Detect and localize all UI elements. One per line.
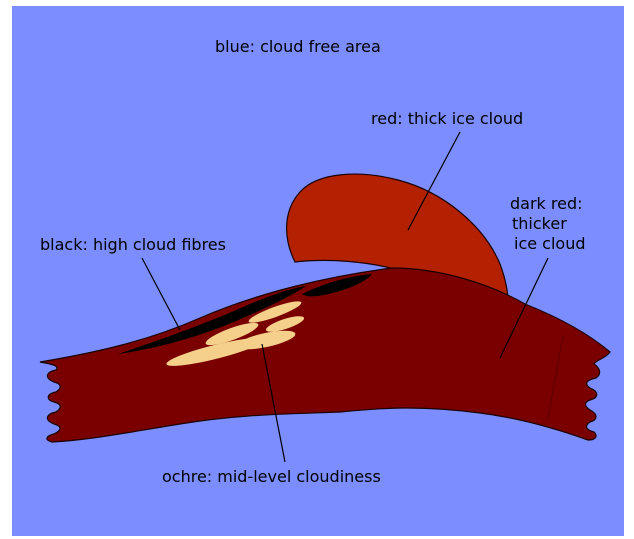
label-thicker-ice-cloud-line1: dark red: [510, 194, 583, 213]
label-thick-ice-cloud: red: thick ice cloud [371, 109, 523, 128]
label-thicker-ice-cloud-line2: thicker [512, 214, 567, 233]
label-cloud-free-area: blue: cloud free area [215, 37, 381, 56]
cloud-free-area [12, 6, 624, 536]
label-thicker-ice-cloud-line3: ice cloud [514, 234, 586, 253]
label-high-cloud-fibres: black: high cloud fibres [40, 235, 226, 254]
label-mid-level-cloudiness: ochre: mid-level cloudiness [162, 467, 381, 486]
